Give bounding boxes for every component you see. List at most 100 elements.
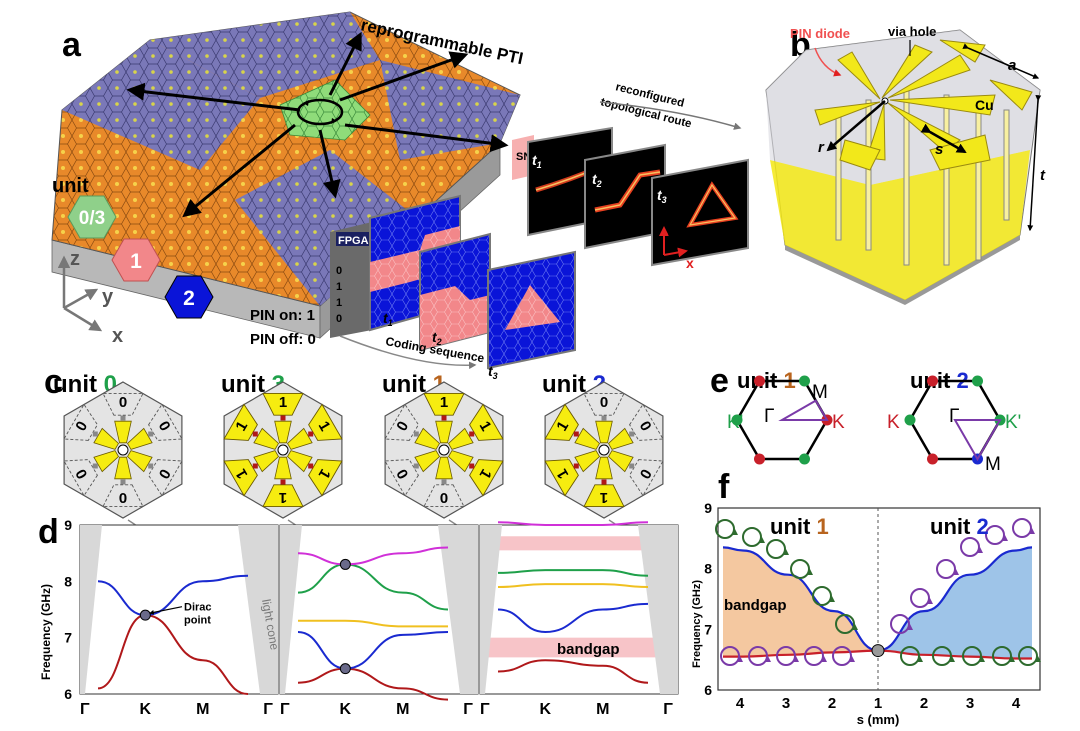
pin-diode-label: PIN diode [790,26,850,41]
light-cone-right [438,525,478,694]
unit-bit-label: 1 [279,394,287,411]
pin-diode-icon [280,415,286,421]
f-x-tick: 4 [1012,695,1021,712]
unit-bit-label: 0 [119,394,127,411]
cu-pad-on [262,392,304,416]
axis-y-label: y [102,286,114,308]
coding-panel-t3: t3 [487,250,576,381]
center-via [438,444,450,456]
band-series-1 [297,667,449,701]
dim-s-label: s [935,141,943,158]
cu-pad-on [583,484,625,508]
cu-pad-off [423,484,465,508]
f-x-tick: 3 [966,695,974,712]
f-x-tick: 2 [920,695,928,712]
bandgap-label-d: bandgap [557,641,620,658]
high-symmetry-point [731,414,743,426]
dirac-arrow [149,606,183,615]
x-tick-label: M [196,701,209,718]
high-symmetry-point [904,414,916,426]
x-tick-label: Γ [463,701,473,718]
edge-mode-arrow-green [715,519,735,539]
x-tick-label: Γ [480,701,490,718]
panel-label-a: a [62,26,82,64]
cu-arm [595,420,613,444]
cu-arm [607,427,634,450]
edge-mode-arrow-purple [720,646,740,666]
cu-pad-off [384,403,419,441]
unit-bit-label: 0 [119,489,127,506]
edge-mode-arrow-purple-head [953,569,959,575]
unit-cell-1: unit 1111000 [382,371,504,539]
pin-diode-icon [280,479,286,485]
edge-mode-arrow-green [992,646,1012,666]
bz-label-kprime: K' [727,412,743,433]
coding-t3-label: t3 [488,363,498,381]
pin-diode-icon [573,431,579,437]
bz-label-kprime: K' [1005,412,1021,433]
edge-mode-arrow-green-head [917,656,923,662]
cu-pad-off [629,403,664,441]
cu-arm [93,450,120,473]
edge-mode-arrow-green-head [1009,656,1015,662]
x-tick-label: Γ [663,701,673,718]
unit-word: unit [930,514,976,539]
center-via [117,444,129,456]
axis-x-label: x [112,325,123,347]
light-cone-left [480,525,502,694]
snmm-t2-label: t2 [592,171,602,189]
via-hole-label: via hole [888,24,936,39]
x-tick-label: Γ [280,701,290,718]
cu-arm [253,427,280,450]
edge-mode-arrow-green-head [783,549,789,555]
bz-label-gamma: Γ [949,406,959,427]
cu-arm [286,427,313,450]
edge-mode-arrow-green [790,559,810,579]
f-y-tick: 7 [704,621,712,637]
bandgap-region [480,637,678,658]
cu-arm [574,427,601,450]
unit-bit-label: 0 [440,489,448,506]
coding-t1-label: t1 [383,310,393,328]
edge-mode-arrow-purple [776,646,796,666]
x-tick-label: M [596,701,609,718]
cu-arm [574,450,601,473]
cu-pad-on [262,484,304,508]
cu-pad-off [148,459,183,497]
unit-hex-1-label: 1 [130,250,142,273]
cu-arm [447,427,474,450]
coding-t2-label: t2 [432,329,442,347]
edge-mode-arrow-purple-head [1029,528,1035,534]
cu-pad-off [102,484,144,508]
cu-label: Cu [975,97,994,113]
light-cone-left [80,525,102,694]
code-bit-2: 1 [336,297,342,309]
snmm-axis-y: y [668,229,676,245]
edge-mode-arrow-purple-head [977,547,983,553]
edge-mode-arrow-purple [936,559,956,579]
unit-hex-1: 1 [111,238,161,282]
f-y-tick: 8 [704,561,712,577]
cu-pad-on [469,459,504,497]
unit-bit-label: 1 [600,489,608,506]
f-right-title: unit 2 [930,514,989,539]
pin-diode-icon [413,431,419,437]
pin-diode-icon [469,463,475,469]
bandgap-label-f: bandgap [724,597,787,614]
pin-diode-icon [413,463,419,469]
pin-diode-icon [252,463,258,469]
snmm-t3-label: t3 [657,187,667,205]
unit-bit-label: 1 [440,394,448,411]
edge-mode-arrow-purple [960,537,980,557]
edge-mode-arrow-green [835,614,855,634]
cu-pad-on [223,459,258,497]
band-series-2 [97,574,249,617]
dim-t-label: t [1040,167,1046,184]
edge-mode-arrow-purple-head [765,656,771,662]
f-y-tick: 6 [704,682,712,698]
f-y-tick: 9 [704,500,712,516]
